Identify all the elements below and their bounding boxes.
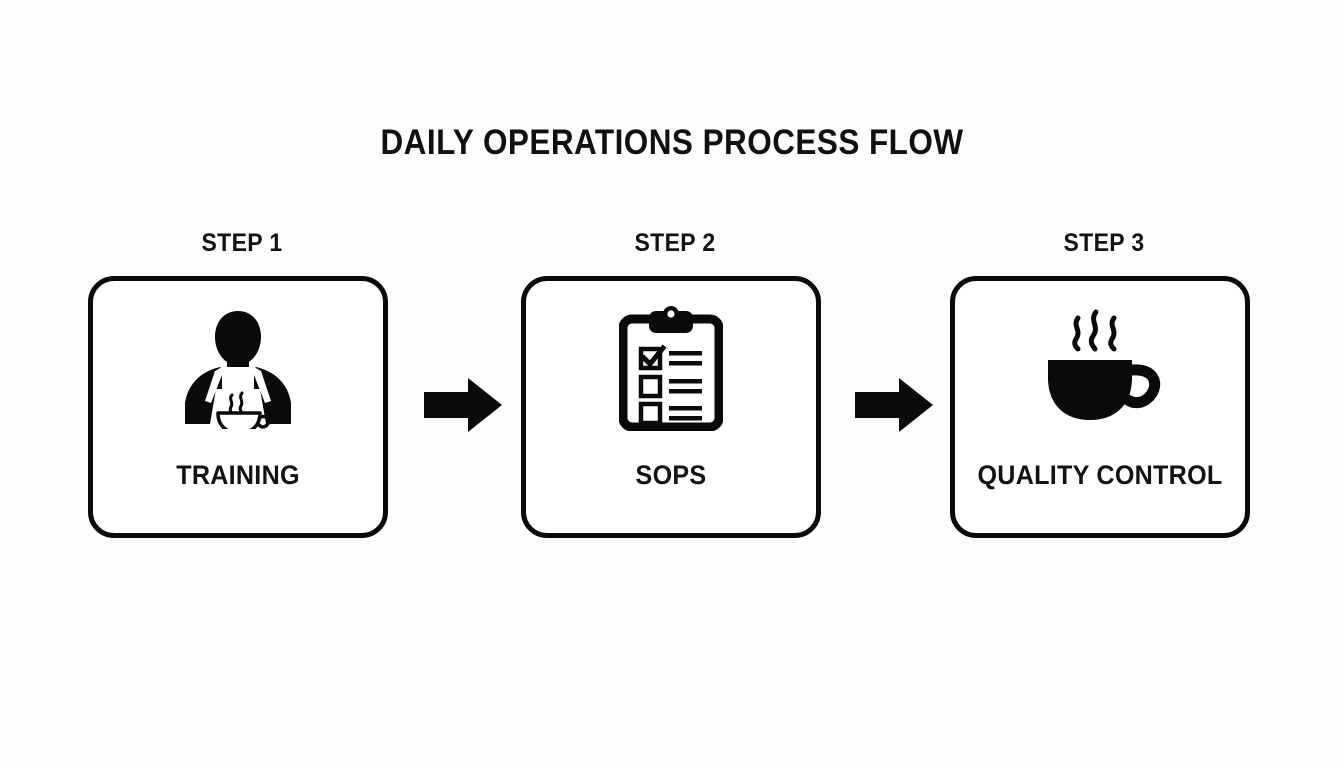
step-3-label: QUALITY CONTROL [977, 460, 1223, 490]
process-flow-row: STEP 1 [0, 228, 1344, 558]
step-2-caption: STEP 2 [634, 229, 716, 257]
step-2-card[interactable]: SOPS [521, 276, 821, 538]
step-1-card[interactable]: TRAINING [88, 276, 388, 538]
flow-step-1[interactable]: STEP 1 [86, 228, 398, 558]
step-3-caption: STEP 3 [1063, 229, 1145, 257]
page-title: DAILY OPERATIONS PROCESS FLOW [380, 123, 964, 162]
arrow-right-icon [855, 378, 933, 432]
step-2-icon-slot [526, 303, 816, 433]
arrow-right-icon [424, 378, 502, 432]
flow-arrow-2 [855, 376, 933, 434]
step-1-icon-slot [93, 303, 383, 433]
flow-step-2[interactable]: STEP 2 [519, 228, 831, 558]
step-3-icon-slot [955, 303, 1245, 433]
steaming-coffee-cup-icon [1048, 309, 1160, 420]
flow-step-3[interactable]: STEP 3 QUALITY CONTROL [948, 228, 1260, 558]
barista-apron-coffee-icon [185, 311, 291, 429]
step-3-card[interactable]: QUALITY CONTROL [950, 276, 1250, 538]
clipboard-checklist-icon [619, 306, 723, 431]
step-1-caption: STEP 1 [201, 229, 283, 257]
step-2-label: SOPS [635, 460, 707, 490]
flow-arrow-1 [424, 376, 502, 434]
step-1-label: TRAINING [176, 460, 300, 490]
